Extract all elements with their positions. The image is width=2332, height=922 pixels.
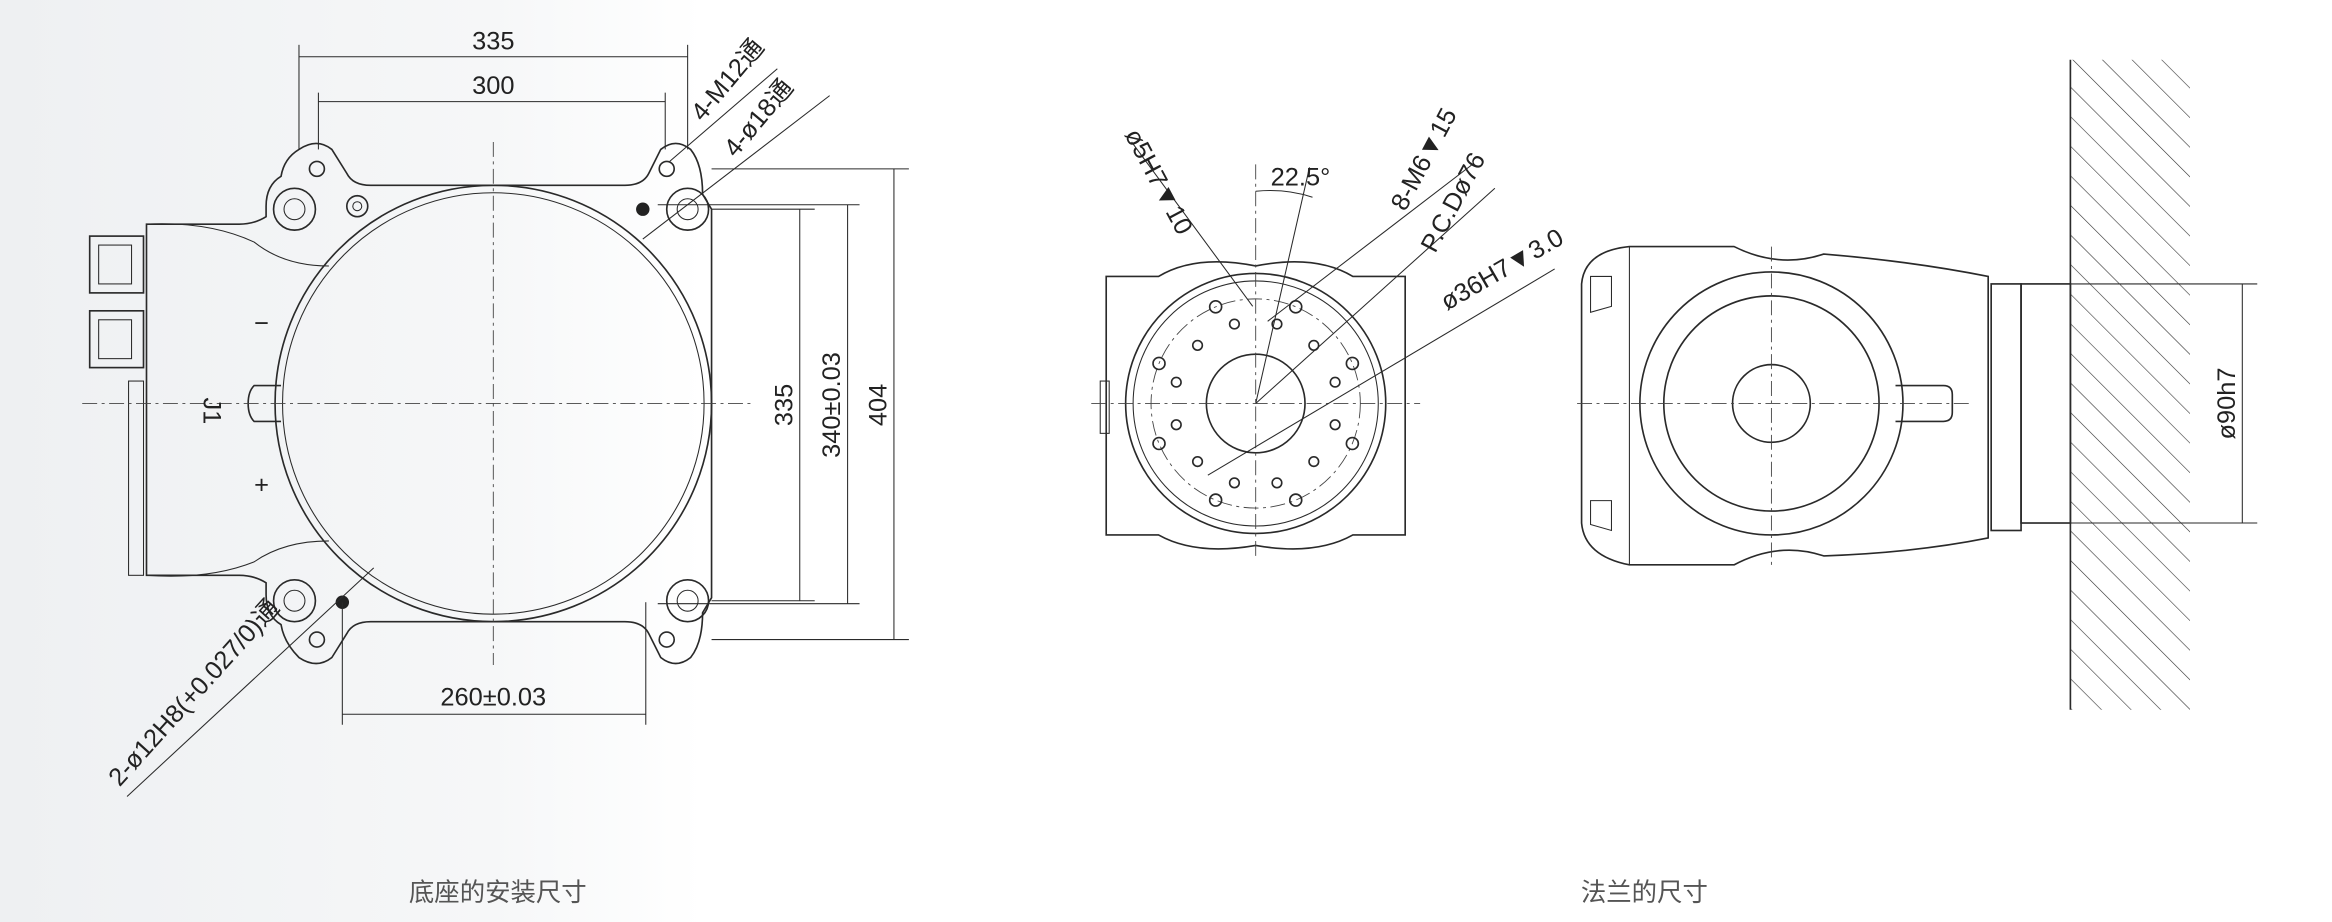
bolt-hole xyxy=(1228,318,1241,330)
dim-height-inner-label: 335 xyxy=(770,384,798,426)
dim-height-pin-label: 340±0.03 xyxy=(818,352,846,458)
leader-line xyxy=(1207,268,1555,476)
base-plate-edge xyxy=(146,223,329,267)
mount-block xyxy=(2020,283,2072,524)
direction-minus-label: − xyxy=(254,310,269,338)
dim-height-outer-label: 404 xyxy=(864,384,892,426)
bolt-hole xyxy=(1228,477,1241,489)
base-drawing-caption: 底座的安装尺寸 xyxy=(409,877,587,907)
bolt-hole xyxy=(1271,318,1283,330)
bolt-hole xyxy=(1308,455,1320,468)
angle-arc xyxy=(1255,190,1313,198)
dim-width-outer: 335 xyxy=(298,27,689,150)
flange-side-tab xyxy=(1099,380,1110,434)
leader-line xyxy=(1255,187,1496,404)
flange-plate xyxy=(1990,283,2022,532)
flange-side-housing xyxy=(1580,245,1990,566)
angle-reference-line xyxy=(1255,167,1311,404)
bolt-hole xyxy=(1208,300,1223,314)
bolt-hole xyxy=(1271,477,1283,489)
dim-height-inner: 335 xyxy=(711,208,815,602)
dim-pin-spacing: 260±0.03 xyxy=(341,602,647,725)
side-tab xyxy=(1895,384,1954,423)
spigot-callout: ø36H7▼3.0 xyxy=(1436,223,1568,316)
pin-hole-callout: ø5H7▼10 xyxy=(1119,124,1198,239)
leader-line xyxy=(1267,163,1473,322)
dim-height-pin: 340±0.03 xyxy=(657,204,860,605)
dim-flange-diameter-label: ø90h7 xyxy=(2213,367,2241,439)
bolt-hole xyxy=(1208,493,1223,507)
mounting-holes xyxy=(272,160,710,648)
flange-drawing-caption: 法兰的尺寸 xyxy=(1581,877,1708,907)
flange-front-housing xyxy=(1105,261,1407,550)
leader-line xyxy=(1131,141,1254,307)
bolt-hole xyxy=(1288,300,1303,314)
bolt-hole xyxy=(1329,419,1341,431)
dim-pin-spacing-label: 260±0.03 xyxy=(440,683,546,711)
bolt-hole xyxy=(1329,376,1341,388)
base-plate-outline xyxy=(145,142,713,665)
j1-axis-label: J1 xyxy=(197,397,225,424)
bolt-hole xyxy=(1308,339,1320,351)
direction-plus-label: + xyxy=(254,471,269,499)
bolt-hole xyxy=(1191,339,1204,351)
mounting-wall-hatch xyxy=(2070,59,2190,710)
bolt-hole xyxy=(1170,419,1182,431)
flange-drawing: ø5H7▼10 22.5° 8-M6▼15 P.C.Dø76 ø36H7▼3.0… xyxy=(1091,59,2258,907)
connector-block xyxy=(88,235,145,576)
bolt-hole xyxy=(1345,436,1360,451)
dim-flange-diameter: ø90h7 xyxy=(2070,283,2258,524)
dim-height-outer: 404 xyxy=(711,168,909,641)
bolt-hole xyxy=(1345,356,1360,371)
leader-line xyxy=(642,95,830,240)
housing-grips xyxy=(1590,275,1612,532)
dim-width-inner-label: 300 xyxy=(472,72,514,100)
bolt-hole xyxy=(1152,436,1166,451)
dim-width-inner: 300 xyxy=(317,72,666,150)
bolt-hole xyxy=(1288,493,1303,507)
bolt-hole xyxy=(1191,455,1204,468)
angle-callout: 22.5° xyxy=(1271,163,1331,191)
left-panel-background xyxy=(0,0,703,922)
flange-bolt-holes xyxy=(1152,300,1360,507)
leader-line xyxy=(126,567,375,797)
bolt-hole xyxy=(1170,376,1182,388)
dim-width-outer-label: 335 xyxy=(472,27,514,55)
leader-line xyxy=(669,68,778,162)
base-plate-edge xyxy=(146,540,329,577)
bolt-hole xyxy=(1152,356,1166,371)
